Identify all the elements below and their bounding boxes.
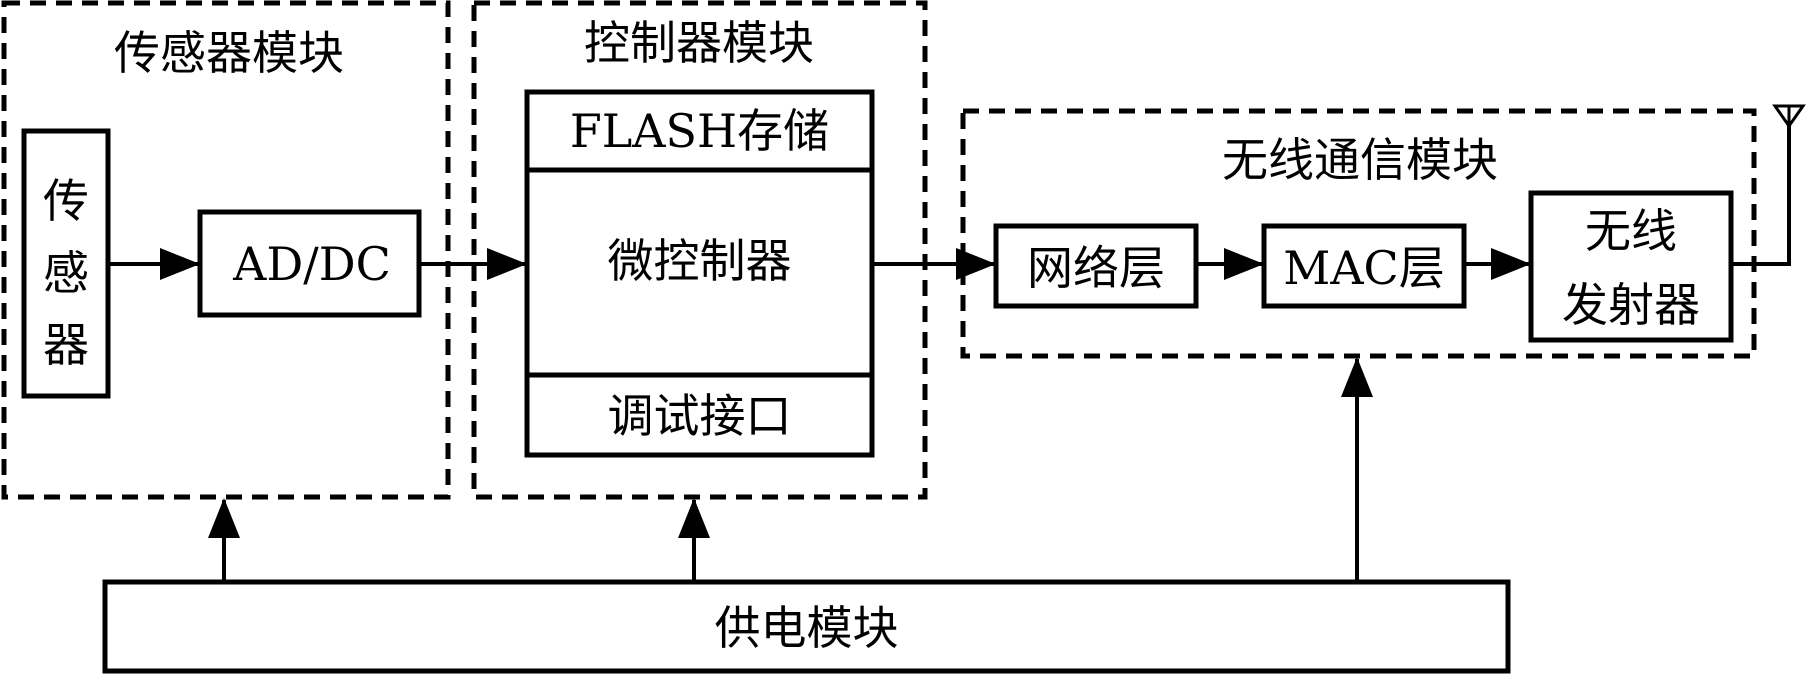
- wireless-module-title: 无线通信模块: [1222, 133, 1498, 187]
- mcu-box: [524, 89, 875, 458]
- mcu-label: 微控制器: [607, 234, 792, 288]
- flash-label: FLASH存储: [569, 104, 830, 158]
- network-layer-box: [993, 223, 1199, 309]
- power-module-label: 供电模块: [714, 601, 899, 655]
- transmitter-label-line2: 发射器: [1562, 278, 1700, 332]
- adc-box: [197, 209, 422, 318]
- transmitter-label-line1: 无线: [1585, 204, 1677, 258]
- wireless-module-frame: [960, 108, 1757, 359]
- controller-module-title: 控制器模块: [584, 16, 814, 70]
- power-box: [102, 579, 1511, 674]
- transmitter-box: [1528, 190, 1734, 343]
- mac-layer-box: [1261, 223, 1467, 309]
- mac-layer-label: MAC层: [1283, 241, 1445, 295]
- sensor-label: 传感器: [43, 174, 89, 372]
- debug-label: 调试接口: [607, 389, 792, 443]
- transmitter-to-antenna-line: [1731, 125, 1791, 266]
- adc-label: AD/DC: [233, 237, 391, 291]
- controller-module-frame: [471, 0, 928, 500]
- sensor-module-frame: [1, 0, 451, 500]
- antenna-icon: [1772, 104, 1806, 129]
- network-layer-label: 网络层: [1027, 241, 1165, 295]
- sensor-module-title: 传感器模块: [114, 26, 344, 80]
